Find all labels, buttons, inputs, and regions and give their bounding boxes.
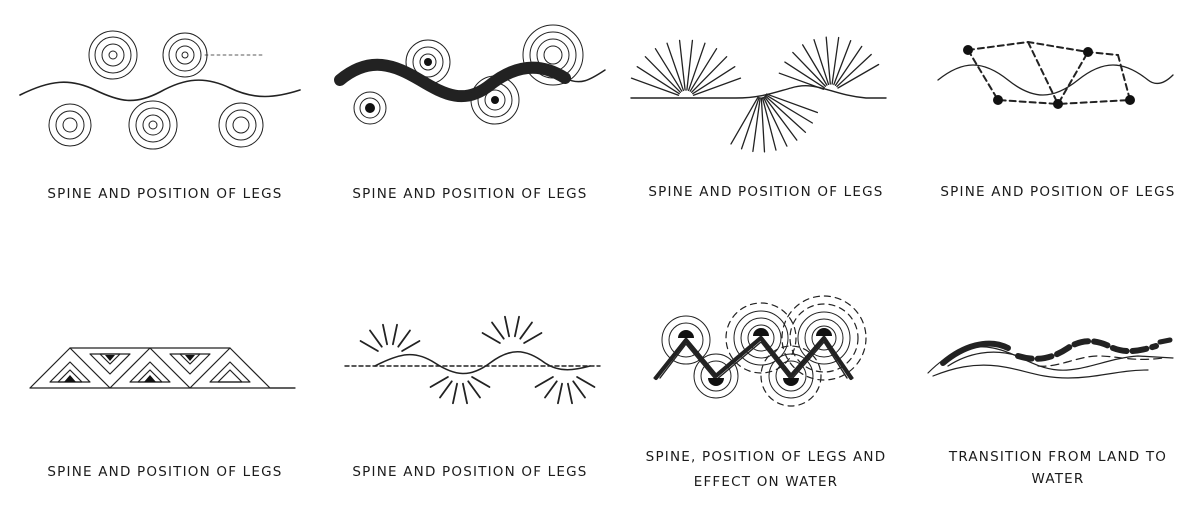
ray-stroke [690, 56, 728, 93]
sketch-wave-circles [19, 30, 301, 150]
ray-stroke [837, 63, 880, 89]
panel-zigzag-ripples: SPINE, POSITION OF LEGS AND EFFECT ON WA… [616, 258, 916, 515]
ray-stroke [678, 39, 686, 91]
ray-stroke [382, 323, 388, 346]
caption-wave-sunbursts: SPINE AND POSITION OF LEGS [320, 460, 620, 485]
caption-line: SPINE AND POSITION OF LEGS [940, 184, 1176, 200]
caption-zigzag-ripples: SPINE, POSITION OF LEGS AND EFFECT ON WA… [616, 446, 916, 493]
ray-stroke [491, 321, 505, 340]
panel-wave-sunbursts: SPINE AND POSITION OF LEGS [320, 258, 620, 515]
ray-stroke [359, 340, 379, 352]
panel-wave-dots-dashes: SPINE AND POSITION OF LEGS [908, 0, 1200, 257]
ray-stroke [692, 65, 736, 95]
sketch-land-to-water [927, 337, 1174, 379]
sketch-triangles-band [29, 347, 296, 389]
ray-stroke [762, 96, 788, 147]
ray-stroke [439, 380, 453, 399]
ray-stroke [519, 321, 533, 340]
panel-triangles-band: SPINE AND POSITION OF LEGS [15, 258, 315, 515]
ray-stroke [369, 329, 383, 348]
ray-stroke [514, 315, 520, 338]
ray-stroke [686, 39, 694, 91]
ray-stroke [654, 48, 683, 92]
caption-line: EFFECT ON WATER [693, 474, 839, 490]
ray-stroke [764, 95, 807, 133]
ray-stroke [740, 97, 760, 150]
ray-stroke [689, 48, 718, 92]
ray-stroke [765, 94, 814, 124]
caption-line: WATER [1031, 471, 1085, 487]
ray-stroke [467, 380, 481, 399]
ray-stroke [401, 340, 421, 352]
ray-stroke [567, 382, 573, 405]
ray-stroke [687, 42, 706, 92]
caption-line: SPINE AND POSITION OF LEGS [352, 186, 588, 202]
caption-triangles-band: SPINE AND POSITION OF LEGS [15, 460, 315, 485]
ray-stroke [392, 323, 398, 346]
ray-stroke [557, 382, 563, 405]
ray-stroke [831, 36, 840, 85]
caption-line: SPINE AND POSITION OF LEGS [47, 186, 283, 202]
ray-stroke [834, 45, 863, 87]
caption-line: SPINE AND POSITION OF LEGS [47, 464, 283, 480]
panel-land-to-water: TRANSITION FROM LAND TO WATER [908, 258, 1200, 515]
caption-line: SPINE AND POSITION OF LEGS [648, 184, 884, 200]
panel-wave-radiating-lines: SPINE AND POSITION OF LEGS [616, 0, 916, 257]
ray-stroke [481, 332, 501, 344]
caption-shaded-wave-circles: SPINE AND POSITION OF LEGS [320, 182, 620, 207]
ray-stroke [504, 315, 510, 338]
sketch-wave-dots-dashes [937, 41, 1174, 109]
ray-stroke [813, 39, 830, 86]
ray-stroke [752, 97, 761, 153]
ray-stroke [576, 376, 596, 388]
sketch-shaded-wave-circles [334, 24, 606, 125]
caption-line: SPINE, POSITION OF LEGS AND [645, 449, 887, 465]
panel-wave-circles: SPINE AND POSITION OF LEGS [15, 0, 315, 257]
ray-stroke [462, 382, 468, 405]
ray-stroke [792, 51, 827, 87]
caption-wave-circles: SPINE AND POSITION OF LEGS [15, 182, 315, 207]
ray-stroke [644, 56, 682, 93]
ray-stroke [765, 93, 819, 114]
ray-stroke [763, 96, 798, 141]
ray-stroke [730, 96, 759, 145]
panel-shaded-wave-circles: SPINE AND POSITION OF LEGS [320, 0, 620, 257]
ray-stroke [692, 77, 742, 96]
ray-stroke [523, 332, 543, 344]
ray-stroke [778, 72, 825, 90]
ray-stroke [471, 376, 491, 388]
sketch-wave-sunbursts [344, 315, 601, 405]
ray-stroke [636, 65, 680, 95]
ray-stroke [534, 376, 554, 388]
sketch-zigzag-ripples [653, 295, 867, 407]
ray-stroke [836, 53, 872, 88]
caption-wave-dots-dashes: SPINE AND POSITION OF LEGS [908, 180, 1200, 205]
caption-line: TRANSITION FROM LAND TO [948, 449, 1168, 465]
ray-stroke [429, 376, 449, 388]
ray-stroke [666, 42, 685, 92]
sketch-wave-radiating-lines [630, 36, 887, 153]
ray-stroke [761, 97, 777, 151]
ray-stroke [760, 97, 766, 153]
ray-stroke [630, 77, 680, 96]
ray-stroke [833, 40, 852, 86]
ray-stroke [544, 380, 558, 399]
ray-stroke [784, 61, 825, 89]
caption-land-to-water: TRANSITION FROM LAND TO WATER [908, 446, 1200, 490]
ray-stroke [397, 329, 411, 348]
caption-wave-radiating-lines: SPINE AND POSITION OF LEGS [616, 180, 916, 205]
ray-stroke [572, 380, 586, 399]
caption-line: SPINE AND POSITION OF LEGS [352, 464, 588, 480]
ray-stroke [825, 36, 831, 85]
ray-stroke [452, 382, 458, 405]
ray-stroke [802, 44, 828, 86]
